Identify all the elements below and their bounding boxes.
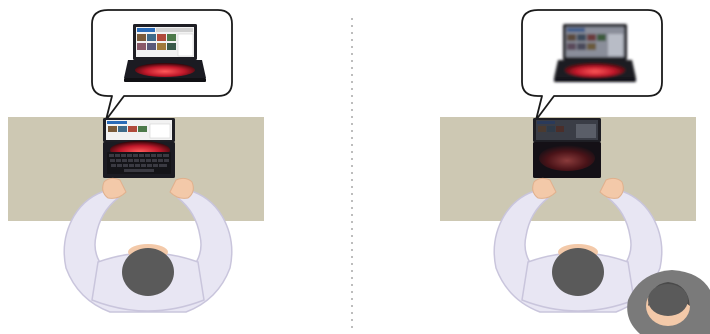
laptop-icon — [103, 118, 175, 178]
right-panel — [440, 10, 710, 334]
laptop-icon — [533, 118, 601, 178]
speech-bubble-icon — [522, 10, 662, 120]
speech-bubble-icon — [92, 10, 232, 120]
keyboard-icon — [107, 152, 171, 174]
bubble-laptop-icon — [124, 24, 206, 82]
bubble-laptop-icon — [554, 24, 636, 82]
left-panel — [8, 10, 264, 312]
